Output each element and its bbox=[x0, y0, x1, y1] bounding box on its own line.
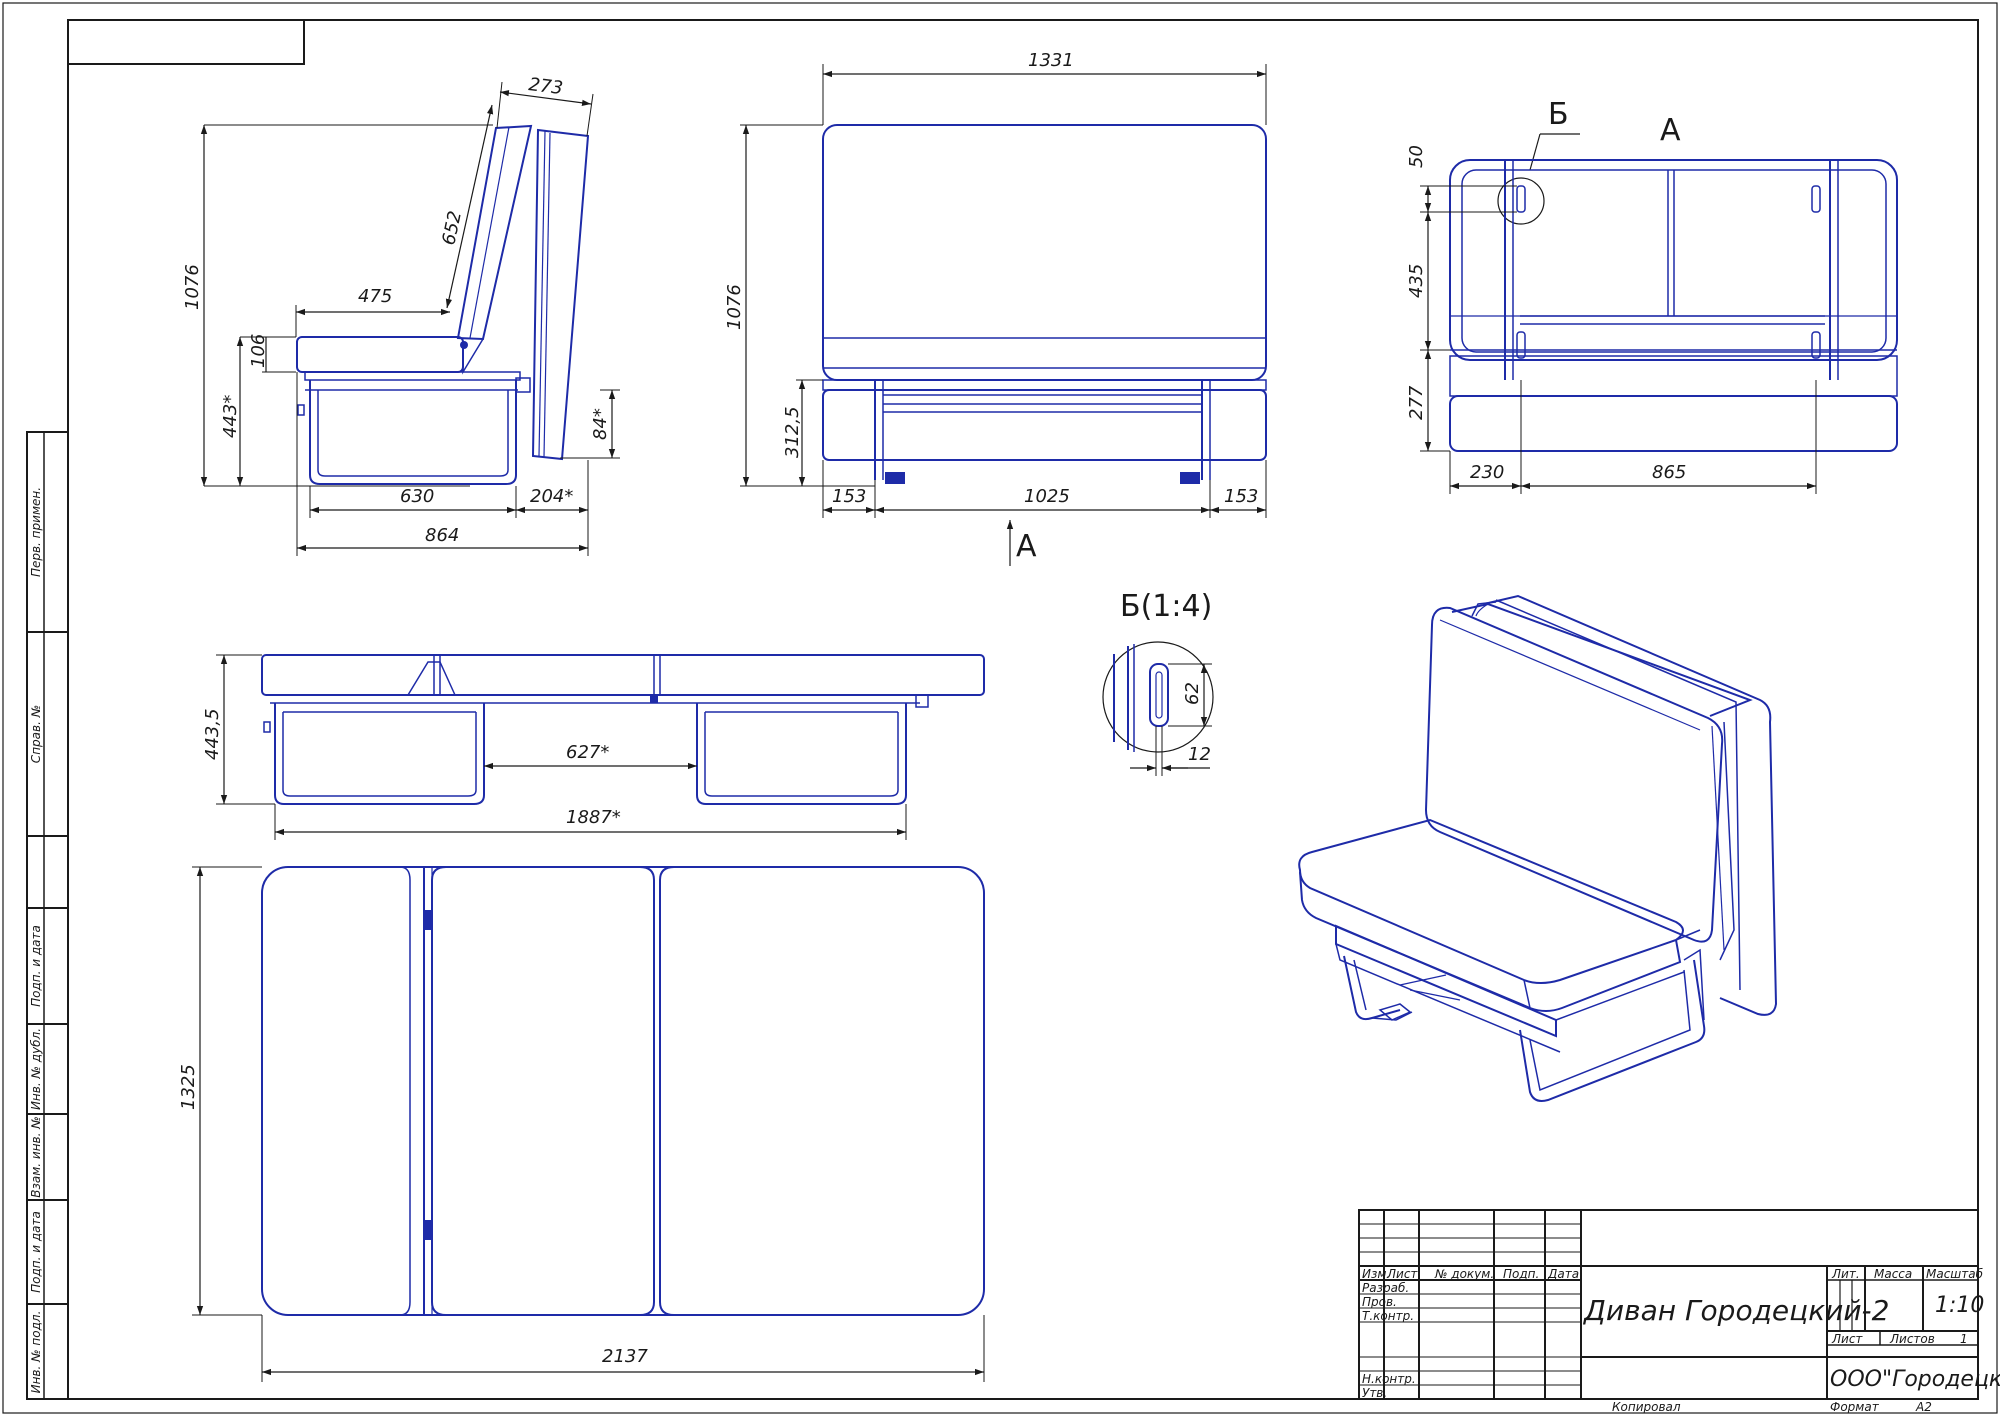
detail-callout-label: Б bbox=[1548, 97, 1569, 132]
dim-side-630: 630 bbox=[400, 486, 434, 507]
back-view-title: А bbox=[1660, 113, 1681, 148]
unfolded-top-view: 1325 2137 bbox=[178, 866, 985, 1382]
dim-front-1331: 1331 bbox=[1028, 50, 1074, 71]
dim-side-204: 204* bbox=[530, 486, 573, 507]
tb-sheets-count: 1 bbox=[1960, 1332, 1968, 1346]
tb-hdr-podp: Подп. bbox=[1503, 1267, 1539, 1281]
tb-format-value: А2 bbox=[1915, 1400, 1932, 1414]
tb-format-label: Формат bbox=[1830, 1400, 1880, 1414]
tb-role-utv: Утв. bbox=[1362, 1386, 1387, 1400]
tb-hdr-list: Лист bbox=[1386, 1267, 1418, 1281]
unfolded-side-view: 443,5 627* 1887* bbox=[202, 654, 985, 840]
side-view: 1076 443* 106 475 652 273 84* 630 204* 8… bbox=[182, 74, 620, 556]
dim-unfold-1887: 1887* bbox=[566, 807, 621, 828]
tb-company: ООО"Городецкий" bbox=[1830, 1367, 2000, 1392]
tb-copied: Копировал bbox=[1612, 1400, 1681, 1414]
dim-side-1076: 1076 bbox=[182, 264, 203, 310]
tb-scale-value: 1:10 bbox=[1935, 1293, 1984, 1318]
stamp-sprav: Справ. № bbox=[29, 705, 43, 763]
title-block: Изм. Лист № докум. Подп. Дата Разраб. Пр… bbox=[1358, 1209, 2000, 1414]
dim-front-1076: 1076 bbox=[724, 284, 745, 330]
dim-detail-12: 12 bbox=[1188, 744, 1211, 765]
dim-side-106: 106 bbox=[248, 334, 269, 368]
dim-side-273: 273 bbox=[527, 74, 564, 99]
dim-front-312: 312,5 bbox=[782, 406, 803, 458]
isometric-view bbox=[1298, 594, 1778, 1102]
dim-side-864: 864 bbox=[425, 525, 459, 546]
dim-side-84: 84* bbox=[590, 408, 611, 440]
stamp-podp-data-2: Подп. и дата bbox=[29, 1211, 43, 1293]
front-view: 1331 1076 312,5 153 1025 153 А bbox=[724, 50, 1267, 566]
stamp-vzam-inv: Взам. инв. № bbox=[29, 1116, 43, 1197]
dim-detail-62: 62 bbox=[1182, 682, 1203, 705]
dim-front-153-left: 153 bbox=[832, 486, 866, 507]
tb-sheets-label: Листов bbox=[1889, 1332, 1935, 1346]
tb-hdr-data: Дата bbox=[1547, 1267, 1579, 1281]
tb-hdr-dokum: № докум. bbox=[1434, 1267, 1494, 1281]
dim-top-2137: 2137 bbox=[602, 1346, 648, 1367]
dim-unfold-627: 627* bbox=[566, 742, 609, 763]
tb-role-prov: Пров. bbox=[1362, 1295, 1397, 1309]
dim-back-865: 865 bbox=[1652, 462, 1686, 483]
dim-back-50: 50 bbox=[1406, 145, 1427, 168]
dim-unfold-443: 443,5 bbox=[202, 708, 223, 760]
tb-col-mass: Масса bbox=[1874, 1267, 1912, 1281]
dim-top-1325: 1325 bbox=[178, 1064, 199, 1110]
stamp-perv-primen: Перв. примен. bbox=[29, 487, 43, 577]
stamp-inv-podl: Инв. № подл. bbox=[29, 1311, 43, 1394]
tb-product-name: Диван Городецкий-2 bbox=[1582, 1294, 1889, 1327]
stamp-podp-data-1: Подп. и дата bbox=[29, 925, 43, 1007]
tb-role-tkontr: Т.контр. bbox=[1362, 1309, 1414, 1323]
dim-side-443: 443* bbox=[220, 395, 241, 438]
tb-hdr-izm: Изм. bbox=[1362, 1267, 1390, 1281]
dim-back-230: 230 bbox=[1470, 462, 1504, 483]
dim-side-475: 475 bbox=[358, 286, 392, 307]
dim-back-277: 277 bbox=[1406, 385, 1427, 420]
dim-front-153-right: 153 bbox=[1224, 486, 1258, 507]
tb-role-razrab: Разраб. bbox=[1362, 1281, 1409, 1295]
back-view-a: А Б 50 435 277 bbox=[1406, 97, 1898, 494]
side-stamp-column: Перв. примен. Справ. № Подп. и дата Инв.… bbox=[26, 431, 69, 1400]
tb-col-lit: Лит. bbox=[1831, 1267, 1860, 1281]
tb-sheet-label: Лист bbox=[1831, 1332, 1863, 1346]
stamp-inv-dubl: Инв. № дубл. bbox=[29, 1028, 43, 1110]
tb-role-nkontr: Н.контр. bbox=[1362, 1372, 1416, 1386]
dim-front-1025: 1025 bbox=[1024, 486, 1070, 507]
detail-title: Б(1:4) bbox=[1120, 589, 1212, 624]
tb-col-scale: Масштаб bbox=[1926, 1267, 1984, 1281]
dim-back-435: 435 bbox=[1406, 264, 1427, 298]
detail-b: Б(1:4) 62 12 bbox=[1102, 589, 1214, 776]
view-arrow-label: А bbox=[1016, 529, 1037, 564]
